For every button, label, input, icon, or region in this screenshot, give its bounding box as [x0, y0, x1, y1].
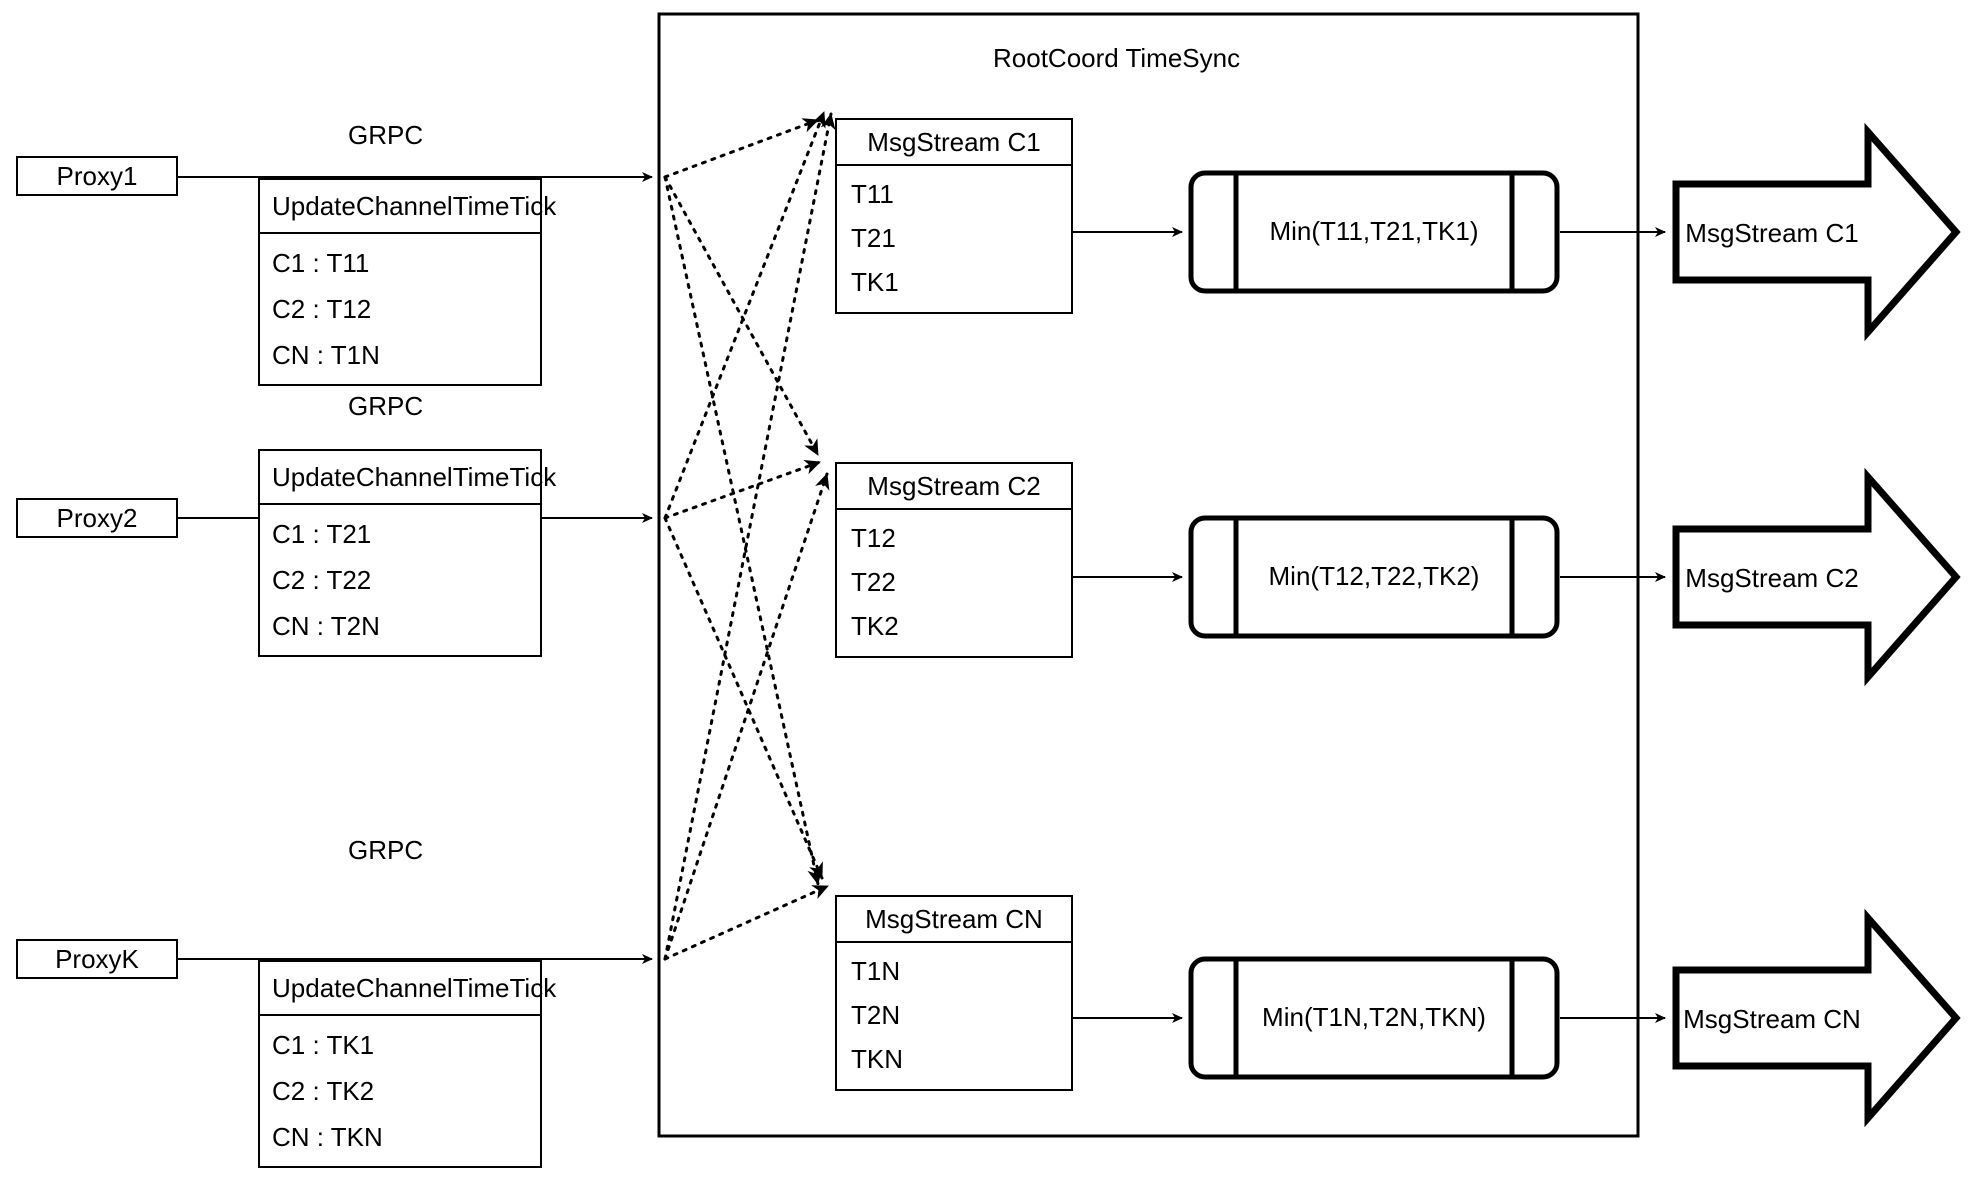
- msgstream-title-2: MsgStream C2: [837, 464, 1071, 510]
- tick-row: C2 : T12: [272, 293, 372, 324]
- msgstream-row: TK1: [851, 266, 899, 297]
- min-process-box-3[interactable]: Min(T1N,T2N,TKN): [1188, 956, 1560, 1080]
- update-channel-timetick-box-1[interactable]: UpdateChannelTimeTick C1 : T11 C2 : T12 …: [258, 178, 556, 386]
- msgstream-title-3: MsgStream CN: [837, 897, 1071, 943]
- update-channel-timetick-box-3[interactable]: UpdateChannelTimeTick C1 : TK1 C2 : TK2 …: [258, 960, 556, 1168]
- msgstream-title-1: MsgStream C1: [837, 120, 1071, 166]
- tick-title-2: UpdateChannelTimeTick: [260, 451, 556, 505]
- msgstream-row: TKN: [851, 1043, 903, 1074]
- min-process-box-1[interactable]: Min(T11,T21,TK1): [1188, 170, 1560, 294]
- msgstream-row: T21: [851, 222, 896, 253]
- msgstream-row: T11: [851, 178, 894, 209]
- output-block-arrow-3[interactable]: MsgStream CN: [1672, 908, 1962, 1128]
- tick-row: CN : T1N: [272, 339, 380, 370]
- block-arrow-shape-1: [1672, 122, 1961, 342]
- tick-row: C1 : T11: [272, 247, 370, 278]
- tick-title-1: UpdateChannelTimeTick: [260, 180, 556, 234]
- update-channel-timetick-box-2[interactable]: UpdateChannelTimeTick C1 : T21 C2 : T22 …: [258, 449, 556, 657]
- tick-row: CN : T2N: [272, 610, 380, 641]
- proxy-label-3: ProxyK: [55, 943, 139, 974]
- msgstream-box-1[interactable]: MsgStream C1 T11 T21 TK1: [835, 118, 1073, 314]
- block-arrow-shape-3: [1672, 908, 1961, 1128]
- msgstream-box-2[interactable]: MsgStream C2 T12 T22 TK2: [835, 462, 1073, 658]
- msgstream-box-3[interactable]: MsgStream CN T1N T2N TKN: [835, 895, 1073, 1091]
- proxy-box-3[interactable]: ProxyK: [16, 939, 178, 979]
- min-process-box-2[interactable]: Min(T12,T22,TK2): [1188, 515, 1560, 639]
- min-process-shape-1: [1188, 170, 1560, 294]
- proxy-label-1: Proxy1: [56, 160, 138, 191]
- tick-row: C1 : TK1: [272, 1029, 375, 1060]
- tick-row: CN : TKN: [272, 1121, 383, 1152]
- msgstream-row: T22: [851, 566, 896, 597]
- msgstream-row: T12: [851, 522, 896, 553]
- grpc-label-2: GRPC: [348, 391, 424, 421]
- min-process-shape-2: [1188, 515, 1560, 639]
- rootcoord-container-title: RootCoord TimeSync: [993, 43, 1241, 73]
- tick-entries-2: C1 : T21 C2 : T22 CN : T2N: [260, 505, 540, 655]
- block-arrow-shape-2: [1672, 467, 1961, 687]
- tick-entries-1: C1 : T11 C2 : T12 CN : T1N: [260, 234, 540, 384]
- msgstream-entries-1: T11 T21 TK1: [837, 166, 1071, 312]
- tick-entries-3: C1 : TK1 C2 : TK2 CN : TKN: [260, 1016, 540, 1166]
- grpc-label-1: GRPC: [348, 120, 424, 150]
- output-block-arrow-2[interactable]: MsgStream C2: [1672, 467, 1962, 687]
- min-process-shape-3: [1188, 956, 1560, 1080]
- proxy-box-1[interactable]: Proxy1: [16, 156, 178, 196]
- proxy-box-2[interactable]: Proxy2: [16, 498, 178, 538]
- msgstream-row: TK2: [851, 610, 899, 641]
- tick-row: C1 : T21: [272, 518, 372, 549]
- msgstream-entries-3: T1N T2N TKN: [837, 943, 1071, 1089]
- tick-row: C2 : T22: [272, 564, 372, 595]
- proxy-label-2: Proxy2: [56, 502, 138, 533]
- msgstream-entries-2: T12 T22 TK2: [837, 510, 1071, 656]
- tick-title-3: UpdateChannelTimeTick: [260, 962, 556, 1016]
- grpc-label-3: GRPC: [348, 835, 424, 865]
- msgstream-row: T1N: [851, 955, 901, 986]
- msgstream-row: T2N: [851, 999, 901, 1030]
- tick-row: C2 : TK2: [272, 1075, 375, 1106]
- output-block-arrow-1[interactable]: MsgStream C1: [1672, 122, 1962, 342]
